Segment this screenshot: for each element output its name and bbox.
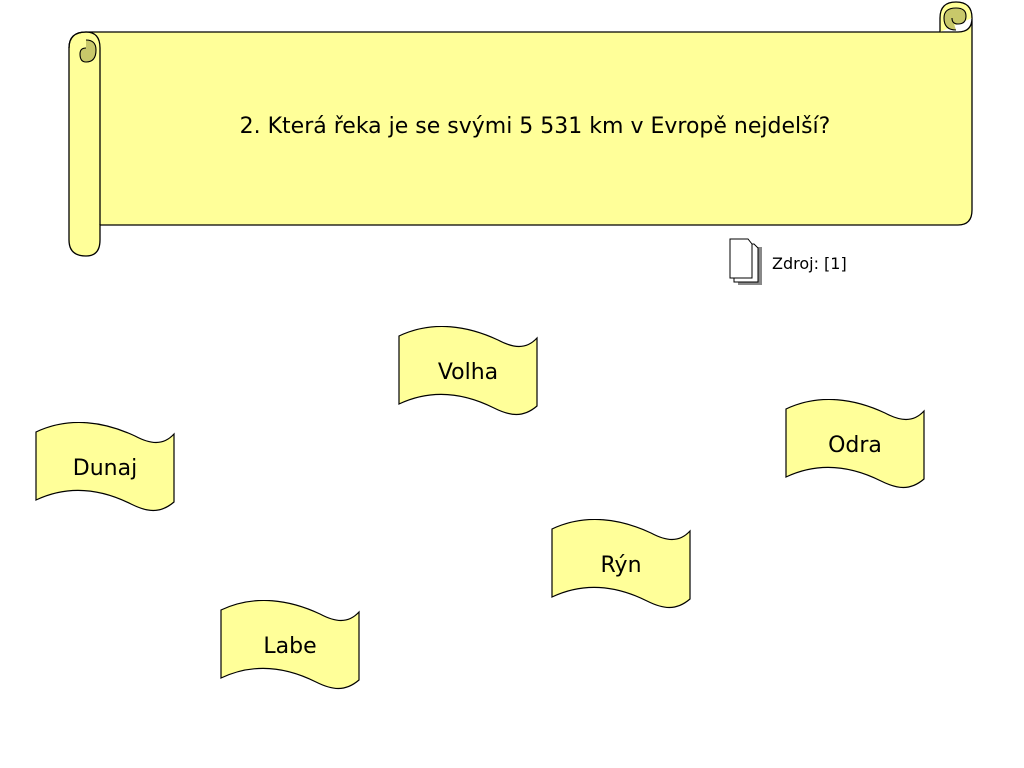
answer-flag-odra[interactable]: Odra bbox=[785, 399, 925, 491]
documents-icon[interactable] bbox=[728, 236, 768, 292]
answer-flag-ryn[interactable]: Rýn bbox=[551, 519, 691, 611]
flag-shape bbox=[785, 399, 925, 489]
question-text: 2. Která řeka je se svými 5 531 km v Evr… bbox=[239, 114, 831, 139]
question-scroll-banner: 2. Která řeka je se svými 5 531 km v Evr… bbox=[0, 0, 1024, 270]
flag-shape bbox=[551, 519, 691, 609]
flag-shape bbox=[220, 600, 360, 690]
flag-shape bbox=[398, 326, 538, 416]
answer-flag-dunaj[interactable]: Dunaj bbox=[35, 422, 175, 514]
answer-flag-labe[interactable]: Labe bbox=[220, 600, 360, 692]
answer-flag-volha[interactable]: Volha bbox=[398, 326, 538, 418]
flag-shape bbox=[35, 422, 175, 512]
source-label[interactable]: Zdroj: [1] bbox=[772, 254, 847, 273]
source-reference[interactable]: Zdroj: [1] bbox=[728, 236, 888, 292]
scroll-shape bbox=[68, 1, 973, 257]
